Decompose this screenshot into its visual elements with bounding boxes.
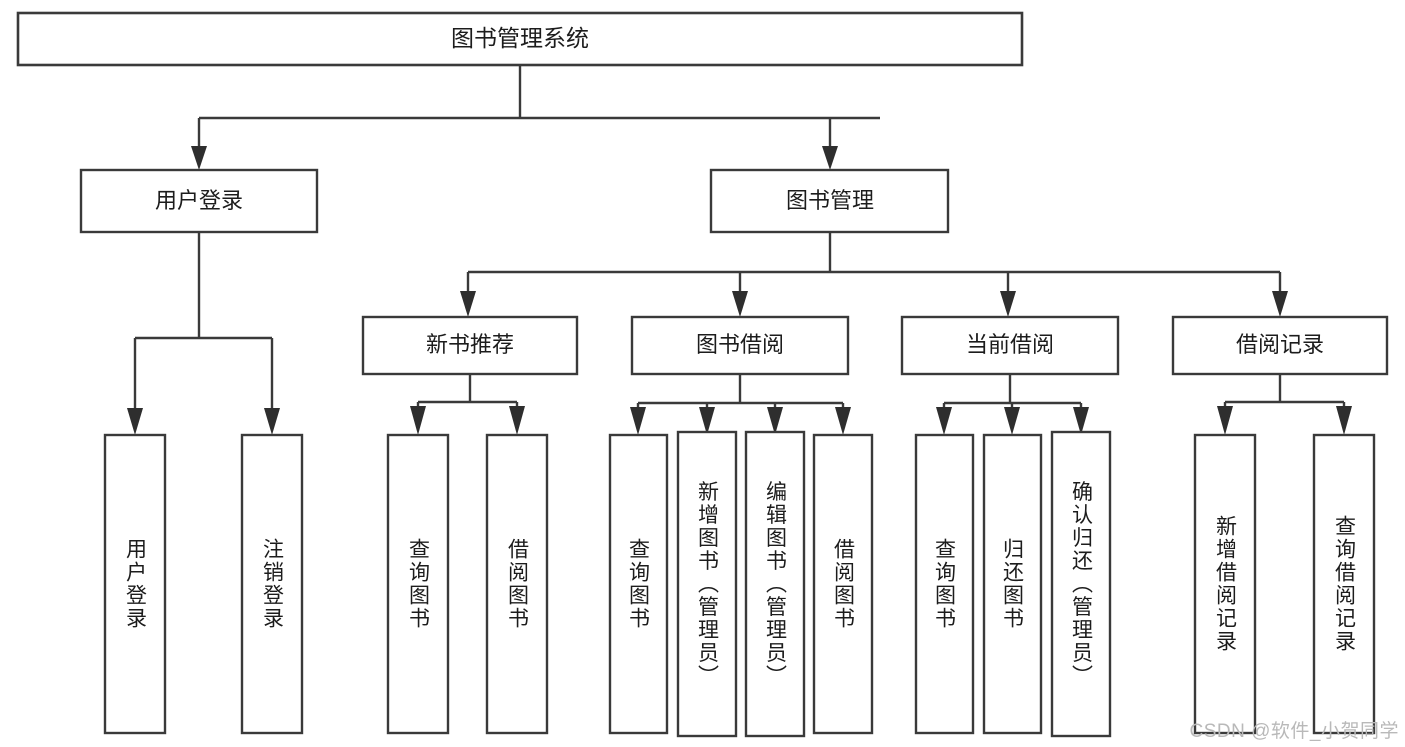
node-leaf-query-book-3[interactable]: 查询图书 [914, 433, 975, 735]
node-leaf-return-book-label: 归还图书 [1001, 538, 1025, 630]
arrowhead-user-login [191, 146, 207, 170]
node-leaf-confirm-return-rect [1050, 430, 1112, 738]
node-root[interactable]: 图书管理系统 [16, 11, 1024, 67]
node-leaf-user-logout[interactable]: 注销登录 [240, 433, 304, 735]
arrowhead-leaf-borrow-book-1 [509, 406, 525, 435]
node-book-manage-label: 图书管理 [786, 188, 874, 213]
node-user-login-rect [79, 168, 319, 234]
node-leaf-confirm-return-label: 确认归还（管理员） [1070, 481, 1094, 688]
node-leaf-add-borrow-record-label: 新增借阅记录 [1214, 515, 1238, 653]
node-new-book-recommend-label: 新书推荐 [426, 332, 514, 357]
node-book-borrow-label: 图书借阅 [696, 332, 784, 357]
connector-group-root [191, 65, 880, 170]
node-root-rect [16, 11, 1024, 67]
node-leaf-return-book-rect [982, 433, 1043, 735]
arrowhead-new-book-recommend [460, 291, 476, 317]
node-leaf-query-borrow-record[interactable]: 查询借阅记录 [1312, 433, 1376, 735]
node-leaf-query-book-1-label: 查询图书 [407, 538, 431, 630]
node-leaf-add-book[interactable]: 新增图书（管理员） [676, 430, 738, 738]
node-leaf-user-logout-rect [240, 433, 304, 735]
node-leaf-add-book-rect [676, 430, 738, 738]
node-leaf-borrow-book-2-rect [812, 433, 874, 735]
node-new-book-recommend[interactable]: 新书推荐 [361, 315, 579, 376]
node-new-book-recommend-rect [361, 315, 579, 376]
arrowhead-leaf-query-borrow-record [1336, 406, 1352, 435]
arrowhead-book-manage [822, 146, 838, 170]
node-leaf-borrow-book-1[interactable]: 借阅图书 [485, 433, 549, 735]
node-current-borrow[interactable]: 当前借阅 [900, 315, 1120, 376]
connector-group-user-login [127, 232, 280, 435]
node-borrow-record[interactable]: 借阅记录 [1171, 315, 1389, 376]
node-leaf-borrow-book-1-rect [485, 433, 549, 735]
arrowhead-leaf-add-borrow-record [1217, 406, 1233, 435]
arrowhead-leaf-user-logout [264, 408, 280, 435]
node-leaf-query-borrow-record-rect [1312, 433, 1376, 735]
node-book-manage-rect [709, 168, 950, 234]
arrowhead-leaf-confirm-return [1073, 407, 1089, 435]
node-leaf-query-book-3-label: 查询图书 [933, 538, 957, 630]
arrowhead-leaf-query-book-2 [630, 407, 646, 435]
arrowhead-leaf-edit-book [767, 407, 783, 435]
node-user-login[interactable]: 用户登录 [79, 168, 319, 234]
connector-group-book-borrow [630, 374, 851, 435]
node-leaf-add-book-label: 新增图书（管理员） [696, 481, 720, 688]
node-leaf-confirm-return[interactable]: 确认归还（管理员） [1050, 430, 1112, 738]
arrowhead-leaf-query-book-3 [936, 407, 952, 435]
node-current-borrow-label: 当前借阅 [966, 332, 1054, 357]
node-leaf-borrow-book-1-label: 借阅图书 [506, 538, 530, 630]
watermark: CSDN @软件_小贺同学 [1189, 721, 1399, 742]
node-leaf-query-book-1-rect [386, 433, 450, 735]
node-borrow-record-rect [1171, 315, 1389, 376]
node-leaf-edit-book-label: 编辑图书（管理员） [764, 481, 788, 688]
node-leaf-user-logout-label: 注销登录 [261, 538, 285, 630]
arrowhead-leaf-user-login [127, 408, 143, 435]
arrowhead-leaf-return-book [1004, 407, 1020, 435]
connector-group-book-manage [460, 232, 1288, 317]
arrowhead-book-borrow [732, 291, 748, 317]
node-leaf-borrow-book-2[interactable]: 借阅图书 [812, 433, 874, 735]
node-book-manage[interactable]: 图书管理 [709, 168, 950, 234]
node-leaf-edit-book[interactable]: 编辑图书（管理员） [744, 430, 806, 738]
node-leaf-query-borrow-record-label: 查询借阅记录 [1333, 515, 1357, 653]
node-leaf-return-book[interactable]: 归还图书 [982, 433, 1043, 735]
node-leaf-borrow-book-2-label: 借阅图书 [832, 538, 856, 630]
node-leaf-query-book-1[interactable]: 查询图书 [386, 433, 450, 735]
node-leaf-query-book-2-label: 查询图书 [627, 538, 651, 630]
node-leaf-add-borrow-record[interactable]: 新增借阅记录 [1193, 433, 1257, 735]
arrowhead-leaf-add-book [699, 407, 715, 435]
node-current-borrow-rect [900, 315, 1120, 376]
arrowhead-current-borrow [1000, 291, 1016, 317]
connector-group-current-borrow [936, 374, 1089, 435]
arrowhead-leaf-borrow-book-2 [835, 407, 851, 435]
node-user-login-label: 用户登录 [155, 188, 243, 213]
node-leaf-add-borrow-record-rect [1193, 433, 1257, 735]
node-book-borrow-rect [630, 315, 850, 376]
node-leaf-query-book-2-rect [608, 433, 669, 735]
node-leaf-user-login-label: 用户登录 [124, 538, 148, 630]
node-borrow-record-label: 借阅记录 [1236, 332, 1324, 357]
node-leaf-user-login[interactable]: 用户登录 [103, 433, 167, 735]
connector-group-borrow-record [1217, 374, 1352, 435]
node-leaf-edit-book-rect [744, 430, 806, 738]
arrowhead-leaf-query-book-1 [410, 406, 426, 435]
node-root-label: 图书管理系统 [451, 25, 589, 51]
node-book-borrow[interactable]: 图书借阅 [630, 315, 850, 376]
connector-group-new-book-recommend [410, 374, 525, 435]
node-leaf-user-login-rect [103, 433, 167, 735]
node-leaf-query-book-3-rect [914, 433, 975, 735]
arrowhead-borrow-record [1272, 291, 1288, 317]
node-leaf-query-book-2[interactable]: 查询图书 [608, 433, 669, 735]
